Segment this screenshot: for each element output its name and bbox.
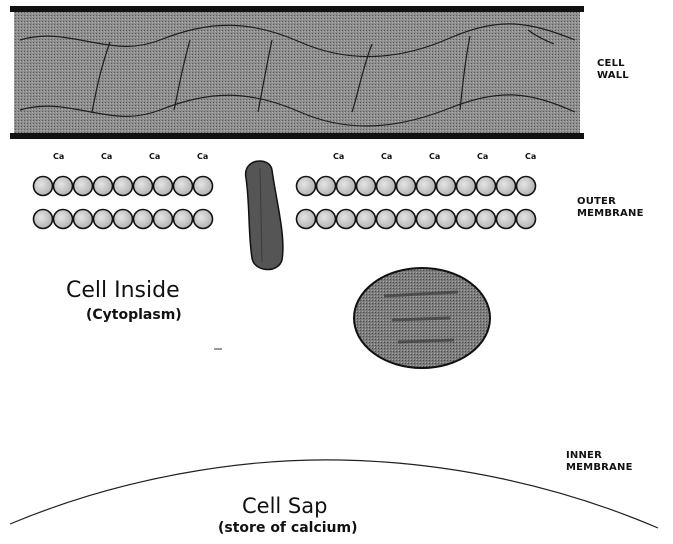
membrane-bead-inner-right-8 <box>437 210 456 229</box>
calcium-ion-right-5: Ca <box>525 152 536 161</box>
inner-membrane-label-line2: MEMBRANE <box>566 462 633 474</box>
outer-membrane-label-line2: MEMBRANE <box>577 208 644 220</box>
outer-membrane <box>34 177 536 229</box>
outer-membrane-label-line1: OUTER <box>577 196 644 208</box>
membrane-bead-outer-right-6 <box>397 177 416 196</box>
membrane-bead-outer-right-11 <box>497 177 516 196</box>
membrane-bead-outer-right-10 <box>477 177 496 196</box>
membrane-bead-outer-right-7 <box>417 177 436 196</box>
membrane-bead-outer-right-4 <box>357 177 376 196</box>
membrane-bead-inner-right-6 <box>397 210 416 229</box>
calcium-ion-right-1: Ca <box>333 152 344 161</box>
cell-wall-bottom-edge <box>10 133 584 139</box>
membrane-bead-outer-left-4 <box>94 177 113 196</box>
membrane-bead-outer-left-5 <box>114 177 133 196</box>
calcium-ion-left-3: Ca <box>149 152 160 161</box>
calcium-ion-left-1: Ca <box>53 152 64 161</box>
cell-inside-label: Cell Inside <box>66 278 180 303</box>
membrane-bead-inner-right-2 <box>317 210 336 229</box>
membrane-bead-inner-right-11 <box>497 210 516 229</box>
membrane-bead-inner-right-9 <box>457 210 476 229</box>
membrane-bead-inner-left-7 <box>154 210 173 229</box>
membrane-bead-inner-left-8 <box>174 210 193 229</box>
calcium-ion-right-3: Ca <box>429 152 440 161</box>
membrane-bead-outer-right-9 <box>457 177 476 196</box>
membrane-bead-outer-left-7 <box>154 177 173 196</box>
calcium-ion-right-2: Ca <box>381 152 392 161</box>
cell-wall-top-edge <box>10 6 584 12</box>
membrane-bead-outer-left-1 <box>34 177 53 196</box>
membrane-bead-inner-right-5 <box>377 210 396 229</box>
membrane-bead-inner-left-2 <box>54 210 73 229</box>
membrane-bead-inner-left-9 <box>194 210 213 229</box>
membrane-bead-inner-left-1 <box>34 210 53 229</box>
membrane-bead-inner-left-5 <box>114 210 133 229</box>
membrane-bead-outer-right-3 <box>337 177 356 196</box>
membrane-bead-outer-right-5 <box>377 177 396 196</box>
cell-wall-label-line2: WALL <box>597 70 629 82</box>
cytoplasm-label: (Cytoplasm) <box>86 307 182 323</box>
outer-membrane-label: OUTER MEMBRANE <box>577 196 644 220</box>
membrane-bead-outer-right-2 <box>317 177 336 196</box>
membrane-bead-outer-left-8 <box>174 177 193 196</box>
membrane-bead-inner-right-3 <box>337 210 356 229</box>
cell-wall <box>10 6 584 139</box>
membrane-bead-inner-left-3 <box>74 210 93 229</box>
calcium-ion-left-2: Ca <box>101 152 112 161</box>
membrane-bead-inner-left-4 <box>94 210 113 229</box>
membrane-bead-outer-left-3 <box>74 177 93 196</box>
membrane-channel <box>246 161 283 270</box>
calcium-ions: Ca Ca Ca Ca Ca Ca Ca Ca Ca <box>53 152 536 161</box>
membrane-bead-outer-right-8 <box>437 177 456 196</box>
organelle <box>354 268 490 368</box>
membrane-bead-outer-right-12 <box>517 177 536 196</box>
inner-membrane-label: INNER MEMBRANE <box>566 450 633 474</box>
cell-wall-body <box>14 11 580 138</box>
membrane-bead-inner-right-12 <box>517 210 536 229</box>
membrane-bead-inner-left-6 <box>134 210 153 229</box>
membrane-bead-inner-right-1 <box>297 210 316 229</box>
membrane-bead-outer-left-2 <box>54 177 73 196</box>
channel-protein <box>246 161 283 270</box>
cell-wall-label: CELL WALL <box>597 58 629 82</box>
calcium-ion-left-4: Ca <box>197 152 208 161</box>
membrane-bead-inner-right-7 <box>417 210 436 229</box>
cell-sap-label: Cell Sap <box>242 494 327 518</box>
membrane-bead-inner-right-10 <box>477 210 496 229</box>
cell-wall-label-line1: CELL <box>597 58 629 70</box>
membrane-bead-outer-right-1 <box>297 177 316 196</box>
cell-sap-note-label: (store of calcium) <box>218 520 358 536</box>
calcium-ion-right-4: Ca <box>477 152 488 161</box>
membrane-bead-outer-left-9 <box>194 177 213 196</box>
inner-membrane-curve <box>10 460 658 528</box>
inner-membrane-label-line1: INNER <box>566 450 633 462</box>
membrane-bead-outer-left-6 <box>134 177 153 196</box>
membrane-bead-inner-right-4 <box>357 210 376 229</box>
